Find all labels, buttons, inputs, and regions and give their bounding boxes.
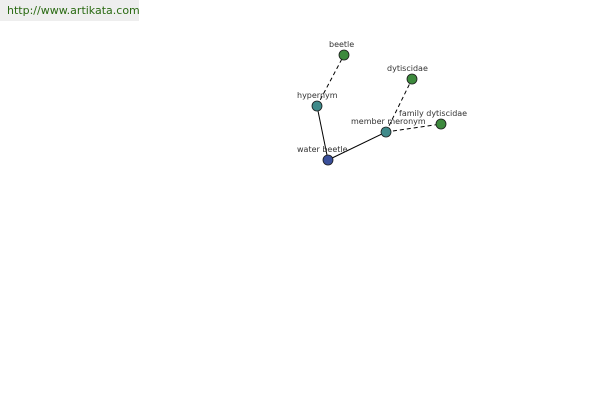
node-label-family-dytiscidae: family dytiscidae	[399, 109, 467, 118]
node-label-water-beetle: water beetle	[297, 145, 348, 154]
node-dytiscidae[interactable]	[406, 73, 418, 85]
node-hypernym[interactable]	[311, 100, 323, 112]
edge-water-beetle-to-member-meronym	[327, 131, 387, 161]
edge-water-beetle-to-hypernym	[316, 105, 329, 161]
node-beetle[interactable]	[338, 49, 350, 61]
node-family-dytiscidae[interactable]	[435, 118, 447, 130]
edge-member-meronym-to-family-dytiscidae	[385, 123, 442, 133]
node-label-dytiscidae: dytiscidae	[387, 64, 428, 73]
source-link[interactable]: http://www.artikata.com	[0, 0, 140, 21]
node-label-member-meronym: member meronym	[351, 117, 426, 126]
nodes-layer: water beetle hypernym beetle member meronym…	[297, 40, 467, 166]
node-label-hypernym: hypernym	[297, 91, 338, 100]
node-label-beetle: beetle	[329, 40, 354, 49]
node-water-beetle[interactable]	[322, 154, 334, 166]
edge-member-meronym-to-dytiscidae	[385, 78, 413, 133]
edge-hypernym-to-beetle	[316, 54, 345, 107]
node-member-meronym[interactable]	[380, 126, 392, 138]
edges-layer	[316, 54, 442, 161]
